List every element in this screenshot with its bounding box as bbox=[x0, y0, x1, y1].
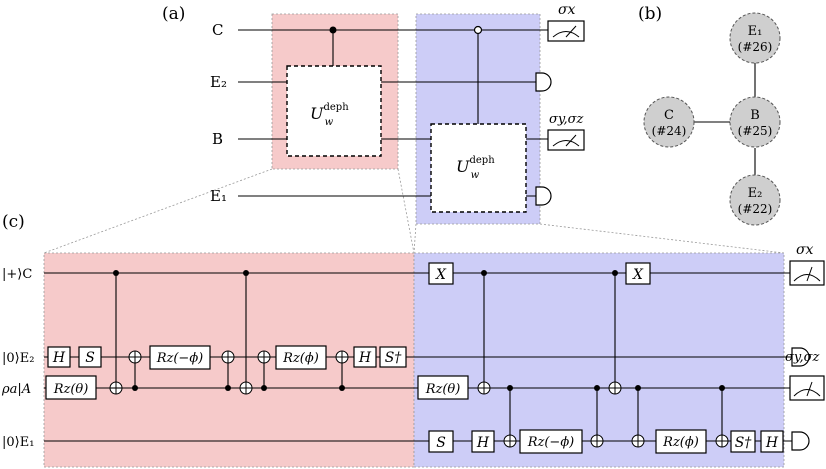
ctrl-dot-7 bbox=[481, 270, 487, 276]
gate-rz-theta-b-blue: Rz(θ) bbox=[417, 375, 469, 400]
ctrl-dot-3 bbox=[225, 385, 231, 391]
panel-a-label: (a) bbox=[162, 4, 185, 24]
svg-text:S: S bbox=[85, 350, 95, 366]
node-b: B (#25) bbox=[729, 96, 781, 148]
gate-x-c-blue-1: X bbox=[428, 262, 454, 285]
svg-text:X: X bbox=[632, 267, 644, 283]
svg-text:B: B bbox=[750, 108, 760, 123]
ctrl-dot-4 bbox=[243, 270, 249, 276]
svg-text:Rz(−ϕ): Rz(−ϕ) bbox=[156, 351, 204, 366]
zoom-line-blue-left bbox=[413, 223, 417, 254]
svg-text:(#24): (#24) bbox=[652, 124, 687, 138]
meter-icon-top-c bbox=[789, 260, 825, 286]
ctrl-dot-8 bbox=[507, 385, 513, 391]
panel-b-label: (b) bbox=[638, 4, 662, 24]
zoom-line-blue-right bbox=[539, 223, 785, 254]
svg-text:S†: S† bbox=[735, 435, 753, 451]
gate-rz-neg-phi-blue: Rz(−ϕ) bbox=[519, 429, 583, 454]
node-c: C (#24) bbox=[643, 96, 695, 148]
discard-icon-e2-c bbox=[791, 347, 810, 367]
wire-label-e1-c: |0⟩E₁ bbox=[2, 435, 34, 450]
gate-h-e2-red-2: H bbox=[353, 346, 377, 368]
ctrl-dot-10 bbox=[612, 270, 618, 276]
ctrl-dot-11 bbox=[635, 385, 641, 391]
wire-label-c: C bbox=[212, 21, 223, 39]
meas-label-mid-c: σy,σz bbox=[785, 350, 819, 365]
svg-text:H: H bbox=[358, 350, 372, 366]
svg-text:H: H bbox=[765, 435, 779, 451]
node-e1: E₁ (#26) bbox=[729, 12, 781, 64]
control-dot-a bbox=[329, 26, 337, 34]
ctrl-dot-6 bbox=[339, 385, 345, 391]
svg-text:Rz(−ϕ): Rz(−ϕ) bbox=[527, 435, 575, 450]
zoom-line-red-left bbox=[43, 168, 273, 254]
unitary-box-blue bbox=[430, 123, 527, 213]
svg-text:Rz(θ): Rz(θ) bbox=[425, 382, 461, 397]
ctrl-dot-9 bbox=[594, 385, 600, 391]
gate-rz-theta-b-red: Rz(θ) bbox=[45, 375, 97, 400]
gate-h-e1-blue-2: H bbox=[760, 430, 784, 453]
wire-label-b-c: ρa|A bbox=[1, 382, 31, 397]
unitary-box-red bbox=[286, 65, 382, 157]
panel-c-label: (c) bbox=[2, 212, 25, 232]
svg-text:(#22): (#22) bbox=[738, 202, 773, 216]
zoom-line-red-right bbox=[397, 168, 415, 254]
wire-label-b: B bbox=[212, 130, 223, 148]
svg-text:S†: S† bbox=[385, 350, 403, 366]
wire-label-c-c: |+⟩C bbox=[2, 267, 32, 282]
ctrl-dot-2 bbox=[132, 385, 138, 391]
gate-rz-phi-blue: Rz(ϕ) bbox=[655, 429, 707, 454]
meter-icon-top-a bbox=[547, 20, 585, 42]
svg-text:Rz(ϕ): Rz(ϕ) bbox=[282, 351, 319, 366]
gate-sdag-e1-blue: S† bbox=[730, 430, 756, 453]
svg-text:Rz(θ): Rz(θ) bbox=[53, 382, 89, 397]
discard-icon-e1-a bbox=[535, 186, 552, 206]
wire-label-e2-c: |0⟩E₂ bbox=[2, 351, 34, 366]
open-control-dot-a bbox=[473, 25, 483, 35]
svg-text:S: S bbox=[436, 435, 446, 451]
discard-icon-e1-c bbox=[791, 431, 810, 451]
svg-text:H: H bbox=[52, 350, 66, 366]
svg-text:Rz(ϕ): Rz(ϕ) bbox=[662, 435, 699, 450]
svg-text:(#25): (#25) bbox=[738, 124, 773, 138]
meas-label-top-a: σx bbox=[558, 2, 576, 18]
node-e2: E₂ (#22) bbox=[729, 174, 781, 226]
wire-label-e1: E₁ bbox=[210, 187, 227, 205]
ctrl-dot-5 bbox=[261, 385, 267, 391]
wire-label-e2: E₂ bbox=[210, 73, 227, 91]
gate-h-e2-red: H bbox=[47, 346, 71, 368]
gate-h-e1-blue-1: H bbox=[471, 430, 495, 453]
gate-rz-phi-red: Rz(ϕ) bbox=[275, 345, 327, 370]
target-cross-marks bbox=[115, 351, 728, 447]
gate-rz-neg-phi-red: Rz(−ϕ) bbox=[149, 345, 211, 370]
svg-text:(#26): (#26) bbox=[738, 40, 773, 54]
svg-text:E₁: E₁ bbox=[748, 24, 763, 39]
svg-text:E₂: E₂ bbox=[748, 186, 763, 201]
ctrl-dot-12 bbox=[719, 385, 725, 391]
ctrl-dot-1 bbox=[113, 270, 119, 276]
gate-s-e1-blue: S bbox=[428, 430, 454, 453]
meter-icon-mid-a bbox=[547, 129, 585, 151]
svg-text:C: C bbox=[664, 108, 674, 123]
gate-x-c-blue-2: X bbox=[625, 262, 651, 285]
meas-label-top-c: σx bbox=[796, 242, 814, 258]
svg-text:H: H bbox=[476, 435, 490, 451]
meas-label-mid-a: σy,σz bbox=[549, 112, 583, 127]
svg-text:X: X bbox=[435, 267, 447, 283]
discard-icon-e2-a bbox=[535, 72, 552, 92]
gate-s-e2-red: S bbox=[78, 346, 102, 368]
meter-icon-mid-c bbox=[789, 375, 825, 401]
gate-sdag-e2-red: S† bbox=[379, 346, 407, 368]
